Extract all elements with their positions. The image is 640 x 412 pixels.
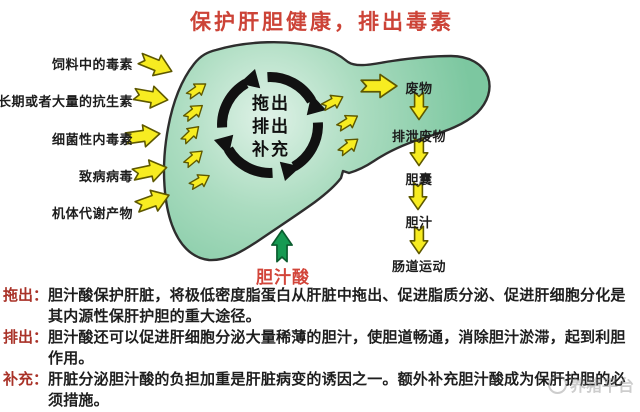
left-label-metabolic-products: 机体代谢产物	[51, 206, 133, 221]
page-title: 保护肝胆健康，排出毒素	[190, 11, 454, 34]
paragraph-lead-pull-out: 拖出：	[3, 287, 49, 304]
paragraph-text-replenish: 肝脏分泌胆汁酸的负担加重是肝脏病变的诱因之一。额外补充胆汁酸成为保肝护胆的必须措…	[48, 371, 626, 409]
paragraph-text-expel: 胆汁酸还可以促进肝细胞分泌大量稀薄的胆汁，使胆道畅通，消除胆汁淤滞，起到利胆作用…	[48, 329, 626, 367]
left-label-antibiotics: 长期或者大量的抗生素	[0, 94, 133, 109]
paragraph-text-pull-out: 胆汁酸保护肝脏，将极低密度脂蛋白从肝脏中拖出、促进脂质分泌、促进肝细胞分化是其内…	[48, 287, 626, 325]
chain-label-gallbladder: 胆囊	[405, 172, 433, 187]
chain-label-intestinal-movement: 肠道运动	[391, 259, 447, 274]
left-label-feed-toxins: 饲料中的毒素	[51, 57, 133, 72]
cycle-arrows	[217, 72, 323, 178]
cycle-arrowheads	[213, 68, 327, 182]
paragraph-expel: 排出： 胆汁酸还可以促进肝细胞分泌大量稀薄的胆汁，使胆道畅通，消除胆汁淤滞，起到…	[3, 327, 637, 369]
cycle-step-expel: 排出	[252, 117, 290, 136]
cycle-step-replenish: 补充	[252, 140, 290, 159]
chain-label-waste: 废物	[405, 81, 433, 96]
left-label-pathogenic-virus: 致病病毒	[78, 169, 133, 184]
explanation-paragraphs: 拖出： 胆汁酸保护肝脏，将极低密度脂蛋白从肝脏中拖出、促进脂质分泌、促进肝细胞分…	[3, 285, 637, 411]
paragraph-lead-expel: 排出：	[3, 329, 49, 346]
cycle-arc-top	[267, 72, 316, 104]
cycle-step-pull-out: 拖出	[252, 94, 290, 113]
cycle-arrowhead-bottom	[279, 161, 301, 182]
cycle-arrowhead-top	[239, 68, 261, 89]
watermark-logo-icon	[547, 374, 567, 394]
toxin-arrow-antibiotics	[131, 82, 171, 112]
toxin-arrow-feed	[135, 47, 177, 83]
cycle-arc-left	[217, 79, 249, 128]
bile-acid-label: 胆汁酸	[256, 268, 310, 287]
cycle-arrowhead-right	[306, 94, 327, 116]
bile-acid-up-arrow	[271, 229, 293, 263]
paragraph-pull-out: 拖出： 胆汁酸保护肝脏，将极低密度脂蛋白从肝脏中拖出、促进脂质分泌、促进肝细胞分…	[3, 285, 637, 327]
watermark: 养猪平台	[547, 372, 634, 396]
chain-label-excrete-waste: 排泄废物	[391, 129, 447, 144]
cycle-steps-text: 拖出 排出 补充	[236, 92, 306, 161]
liver-shape	[162, 40, 491, 262]
paragraph-lead-replenish: 补充：	[3, 371, 49, 388]
chain-label-bile: 胆汁	[405, 215, 433, 230]
cycle-arrowhead-left	[213, 134, 234, 156]
paragraph-replenish: 补充： 肝脏分泌胆汁酸的负担加重是肝脏病变的诱因之一。额外补充胆汁酸成为保肝护胆…	[3, 369, 637, 411]
cycle-arc-bottom	[224, 146, 273, 178]
left-label-bacterial-endotoxin: 细菌性内毒素	[51, 132, 133, 147]
watermark-text: 养猪平台	[569, 378, 634, 395]
cycle-arc-right	[291, 122, 323, 171]
